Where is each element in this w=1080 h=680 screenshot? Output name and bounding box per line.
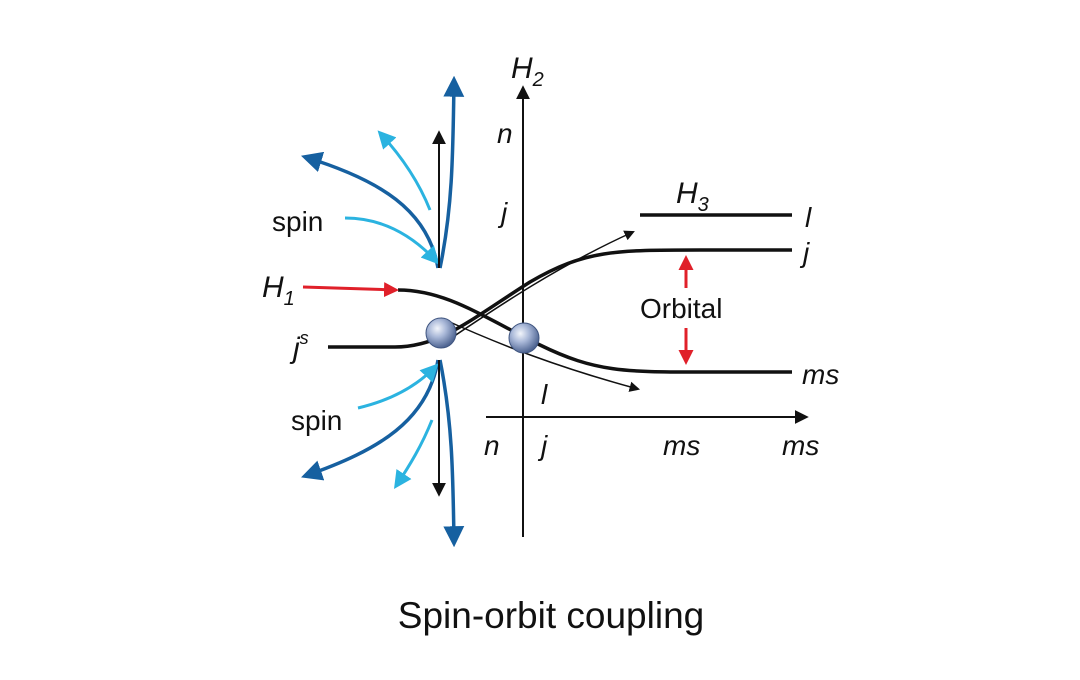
js-label: js: [289, 328, 309, 365]
h1-label: H1: [262, 271, 295, 310]
l-axis-label: l: [541, 379, 548, 410]
h1-red-arrow: [302, 282, 399, 298]
sphere-left: [425, 317, 457, 349]
spin-arrow-top-left: [300, 151, 440, 269]
j-vertical-label: j: [497, 197, 508, 228]
h3-label: H3: [676, 177, 709, 216]
sphere-right: [508, 322, 540, 354]
j-right-label: j: [799, 237, 810, 268]
thin-arrow-down: [440, 317, 641, 392]
spin-bottom-label: spin: [291, 405, 342, 436]
j-axis-label: j: [537, 430, 548, 461]
spin-arrow-top-into: [344, 216, 440, 265]
spin-arrow-top-center: [438, 75, 465, 269]
orbital-label: Orbital: [640, 293, 722, 324]
l-right-label: l: [805, 202, 812, 233]
h1-curve: [397, 288, 792, 374]
ms-right-label: ms: [802, 359, 839, 390]
caption: Spin-orbit coupling: [398, 595, 704, 636]
h2-label: H2: [511, 52, 544, 91]
spin-arrow-bottom-diagonal: [394, 419, 434, 489]
spin-arrow-bottom-center: [438, 359, 465, 548]
ms-axis-label-2: ms: [782, 430, 819, 461]
n-vertical-label: n: [497, 118, 513, 149]
thin-arrow-up: [440, 230, 635, 346]
spin-arrow-top-diagonal: [377, 130, 432, 211]
ms-axis-label-1: ms: [663, 430, 700, 461]
n-axis-label: n: [484, 430, 500, 461]
spin-arrow-bottom-into: [357, 363, 439, 410]
spin-top-label: spin: [272, 206, 323, 237]
